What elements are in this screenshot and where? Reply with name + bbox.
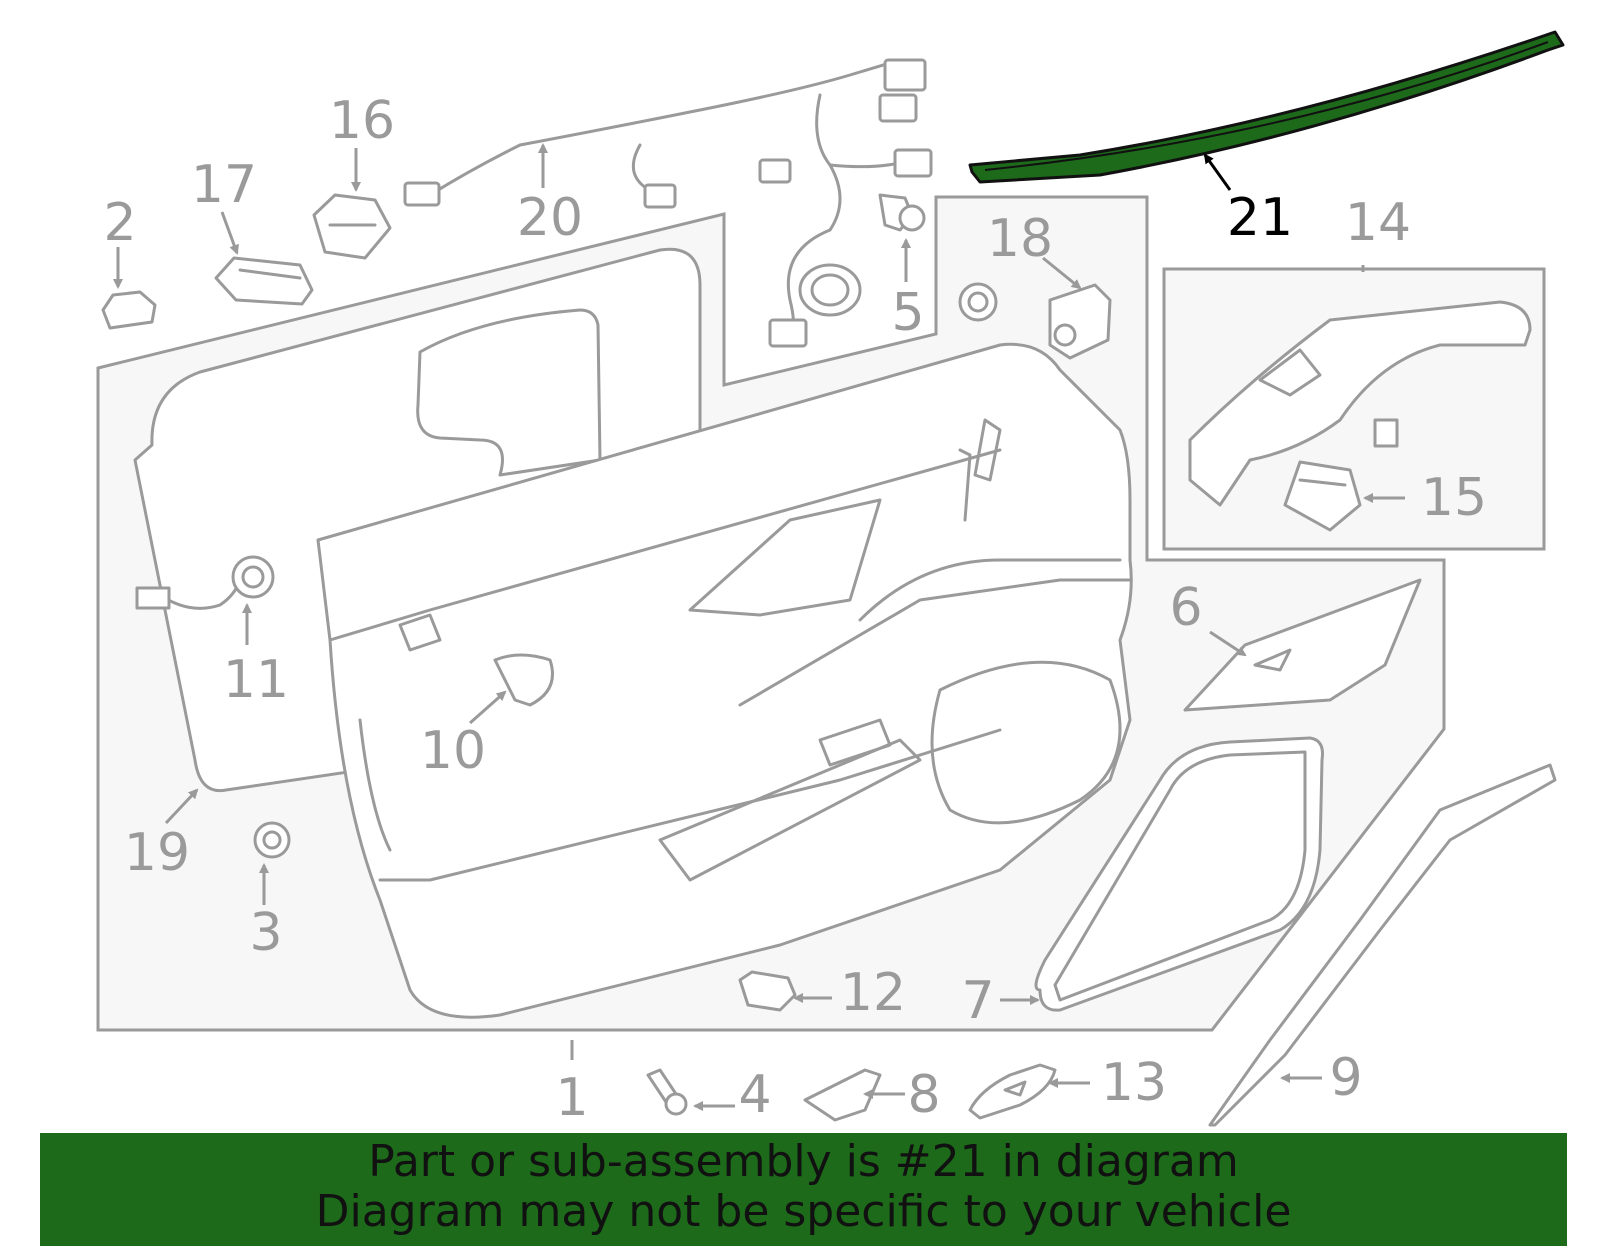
part-9-pillar-trim	[1208, 763, 1557, 1127]
callout-1: 1	[555, 1068, 588, 1128]
leader-lines	[113, 143, 1405, 1111]
callout-20: 20	[517, 188, 583, 248]
part-6-trim	[1183, 578, 1422, 712]
part-3-clip	[253, 821, 291, 859]
callout-7: 7	[961, 971, 994, 1031]
clip-near-18	[958, 282, 998, 322]
part-18-motor	[1048, 283, 1112, 360]
part-11-speaker-wire	[135, 555, 275, 610]
callout-6: 6	[1169, 578, 1202, 638]
part-15-switch	[1283, 460, 1362, 532]
callout-11: 11	[223, 650, 289, 710]
callout-17: 17	[191, 155, 257, 215]
part-7-seal	[1034, 736, 1324, 1012]
callout-13: 13	[1101, 1053, 1167, 1113]
part-21-weatherstrip	[968, 30, 1565, 184]
callout-3: 3	[249, 903, 282, 963]
part-10-handle	[493, 653, 554, 707]
callout-19: 19	[124, 823, 190, 883]
banner-line-2: Diagram may not be specific to your vehi…	[315, 1186, 1292, 1237]
part-2-clip	[101, 290, 157, 330]
callout-15: 15	[1421, 468, 1487, 528]
part-16-switch	[312, 193, 392, 260]
part-20-wiring-harness	[403, 58, 933, 348]
callout-16: 16	[329, 91, 395, 151]
part-13-handle	[968, 1063, 1057, 1120]
callout-14: 14	[1345, 193, 1411, 253]
callout-labels: 1 2 3 4 5 6 7 8 9 10 11 12 13 14 15 16 1…	[103, 91, 1487, 1128]
banner-line-1: Part or sub-assembly is #21 in diagram	[368, 1136, 1239, 1187]
part-17-switch	[214, 256, 314, 306]
part-14-armrest-bezel	[1188, 300, 1532, 507]
callout-21: 21	[1227, 188, 1293, 248]
info-banner: Part or sub-assembly is #21 in diagram D…	[40, 1133, 1567, 1246]
callout-8: 8	[907, 1065, 940, 1125]
callout-12: 12	[840, 963, 906, 1023]
part-5-bolt	[878, 193, 926, 232]
part-12-switch	[738, 970, 797, 1012]
callout-5: 5	[891, 283, 924, 343]
callout-18: 18	[987, 209, 1053, 269]
callout-10: 10	[420, 721, 486, 781]
part-1-door-panel	[316, 342, 1133, 1019]
part-4-bolt	[646, 1068, 688, 1116]
callout-9: 9	[1329, 1048, 1362, 1108]
callout-2: 2	[103, 193, 136, 253]
callout-4: 4	[738, 1065, 771, 1125]
